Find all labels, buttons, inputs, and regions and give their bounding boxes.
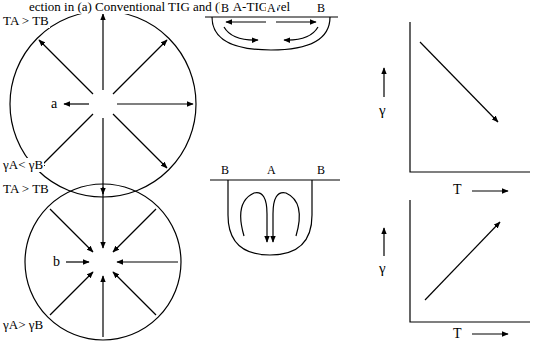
figure-letter: a xyxy=(50,96,58,111)
axis-label: γ xyxy=(378,102,387,119)
region-label: B xyxy=(220,2,230,15)
flow-arrows xyxy=(241,193,300,242)
trend-line xyxy=(420,42,498,122)
condition-label: TA > TB xyxy=(2,14,50,28)
flow-arrows xyxy=(39,14,193,194)
flow-arrows xyxy=(224,22,318,40)
pool-section xyxy=(212,17,330,50)
surface-line xyxy=(205,16,338,17)
axis-label: γ xyxy=(378,260,387,277)
axis-label: T xyxy=(452,326,463,341)
axis-arrow xyxy=(383,228,384,256)
figure-letter: b xyxy=(52,254,61,269)
condition-label: TA > TB xyxy=(2,182,50,196)
axis-arrow xyxy=(472,333,508,334)
graph-axes xyxy=(410,22,530,172)
surface-line xyxy=(210,179,340,180)
caption-text: ection in (a) Conventional TIG and (b) A… xyxy=(28,0,291,14)
region-label: B xyxy=(316,164,326,177)
flow-arrows xyxy=(50,187,178,337)
axis-arrow xyxy=(472,190,508,191)
pool-section xyxy=(228,180,312,255)
trend-line xyxy=(425,222,500,300)
condition-label: γA< γB xyxy=(2,158,44,172)
region-label: B xyxy=(220,164,230,177)
region-label: A xyxy=(266,164,277,177)
pool-outline xyxy=(25,184,181,340)
graph-axes xyxy=(410,200,530,322)
axis-arrow xyxy=(383,68,384,97)
region-label: A xyxy=(266,2,277,15)
region-label: B xyxy=(316,2,326,15)
condition-label: γA> γB xyxy=(2,318,44,332)
axis-label: T xyxy=(452,182,463,197)
